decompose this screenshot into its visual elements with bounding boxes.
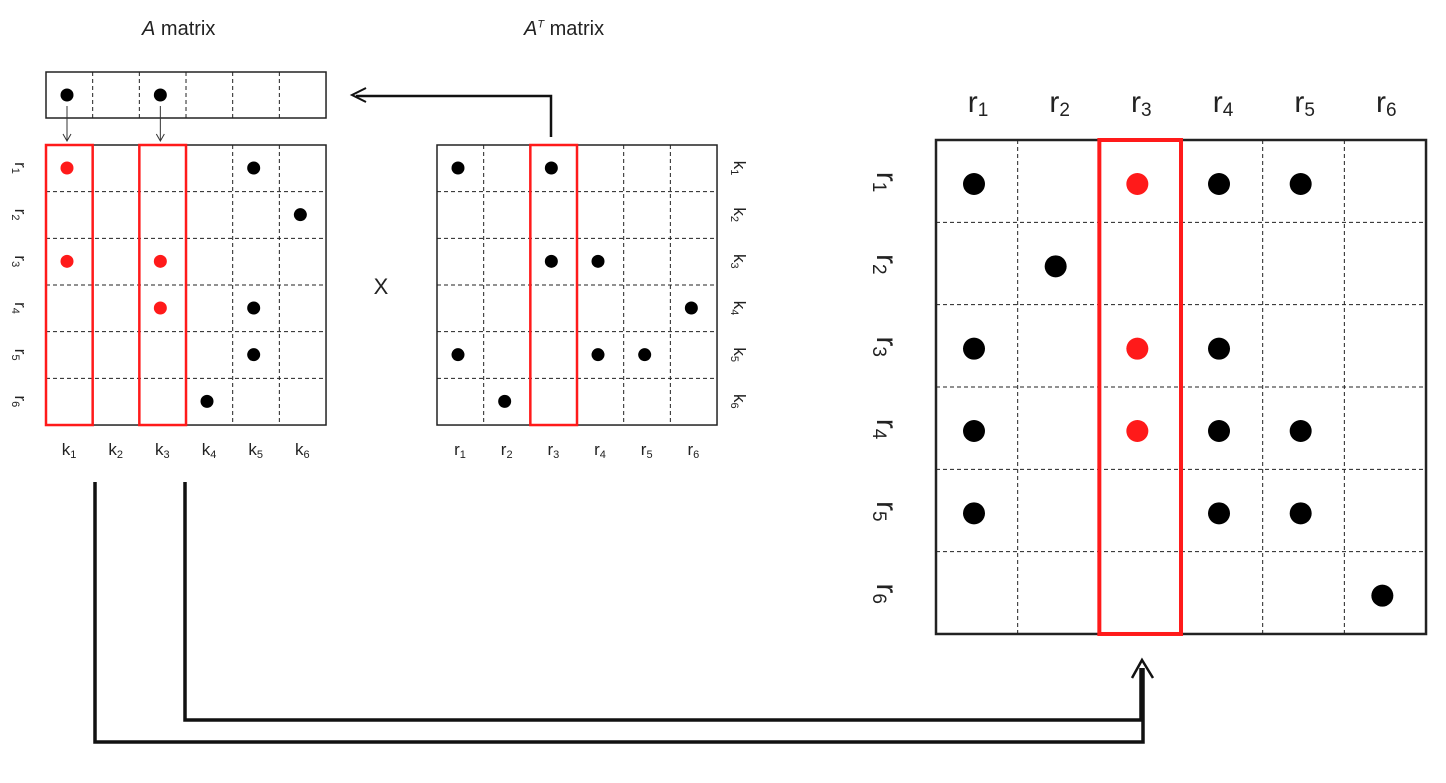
result-matrix-entry-dot bbox=[963, 419, 985, 442]
a-matrix-row-label: r5 bbox=[9, 349, 29, 361]
multiply-operator: X bbox=[374, 274, 389, 299]
at-matrix-col-label: r6 bbox=[687, 440, 699, 460]
result-arrowhead bbox=[1130, 657, 1155, 679]
a-matrix-highlight-column bbox=[138, 143, 188, 427]
top-vector-dot bbox=[60, 88, 74, 102]
result-matrix-col-label: r2 bbox=[1049, 86, 1070, 121]
a-matrix-entry-dot bbox=[153, 301, 167, 315]
top-vector bbox=[45, 71, 327, 143]
k3-to-result-arrow bbox=[183, 482, 1143, 722]
at-matrix-title-letter: A bbox=[524, 18, 538, 40]
at-matrix-col-label: r3 bbox=[547, 440, 559, 460]
result-matrix-col-label: r1 bbox=[968, 86, 989, 121]
a-matrix-entry-dot bbox=[247, 161, 261, 175]
at-matrix-entry-dot bbox=[638, 348, 652, 362]
top-vector-down-arrowhead bbox=[155, 133, 165, 143]
a-matrix-col-label: k3 bbox=[155, 440, 170, 460]
result-matrix-col-label: r3 bbox=[1131, 86, 1152, 121]
top-vector-down-arrowhead bbox=[62, 133, 72, 143]
result-matrix-col-label: r4 bbox=[1213, 86, 1234, 121]
a-matrix-col-label: k6 bbox=[295, 440, 310, 460]
k1-to-result-arrow bbox=[93, 482, 1145, 744]
a-matrix-entry-dot bbox=[293, 208, 307, 222]
flow-arrows bbox=[93, 87, 1155, 744]
result-matrix: r1 r2 r3 r4 r5 r6 r1 r2 r3 r4 r5 r6 bbox=[868, 86, 1428, 636]
at-matrix-entry-dot bbox=[451, 161, 465, 175]
a-matrix-entry-dot bbox=[247, 301, 261, 315]
at-matrix-title-word: matrix bbox=[549, 18, 605, 40]
result-matrix-entry-dot bbox=[1044, 255, 1067, 278]
a-matrix-row-label: r2 bbox=[9, 209, 29, 221]
result-matrix-entry-dot bbox=[1208, 337, 1231, 360]
at-matrix-entry-dot bbox=[591, 348, 605, 362]
result-matrix-row-label: r5 bbox=[868, 501, 903, 522]
result-matrix-col-label: r5 bbox=[1294, 86, 1315, 121]
at-matrix-row-label: k4 bbox=[728, 301, 748, 316]
a-matrix-title-letter: A bbox=[142, 18, 156, 40]
top-vector-border bbox=[45, 71, 327, 119]
result-matrix-row-label: r4 bbox=[868, 419, 903, 440]
at-matrix-col-label: r4 bbox=[594, 440, 606, 460]
a-matrix-entry-dot bbox=[60, 254, 74, 268]
result-matrix-entry-dot bbox=[963, 173, 985, 195]
a-matrix-row-label: r3 bbox=[9, 255, 29, 267]
a-matrix-col-label: k1 bbox=[62, 440, 77, 460]
at-matrix-entry-dot bbox=[591, 254, 605, 268]
at-matrix-col-label: r5 bbox=[641, 440, 653, 460]
result-matrix-entry-dot bbox=[1208, 419, 1231, 442]
result-matrix-entry-dot bbox=[1289, 502, 1312, 525]
at-matrix-row-label: k1 bbox=[728, 161, 748, 176]
result-matrix-row-label: r1 bbox=[868, 172, 903, 193]
result-matrix-entry-dot bbox=[1126, 419, 1149, 442]
result-matrix-entry-dot bbox=[1126, 337, 1149, 360]
result-matrix-col-label: r6 bbox=[1376, 86, 1397, 121]
a-matrix-row-label: r6 bbox=[9, 395, 29, 407]
at-matrix-entry-dot bbox=[544, 254, 558, 268]
result-matrix-row-label: r6 bbox=[868, 583, 903, 604]
at-matrix-row-label: k3 bbox=[728, 254, 748, 269]
top-vector-dot bbox=[153, 88, 167, 102]
a-matrix-col-label: k2 bbox=[108, 440, 123, 460]
result-matrix-entry-dot bbox=[1289, 419, 1312, 442]
at-matrix-col-label: r1 bbox=[454, 440, 466, 460]
a-matrix: r1 r2 r3 r4 r5 r6 k1 k2 k3 k4 k5 k6 bbox=[9, 143, 327, 461]
a-matrix-row-label: r1 bbox=[9, 162, 29, 174]
at-matrix-row-label: k5 bbox=[728, 347, 748, 362]
result-matrix-entry-dot bbox=[1126, 173, 1149, 195]
at-matrix-entry-dot bbox=[544, 161, 558, 175]
at-matrix-entry-dot bbox=[451, 348, 465, 362]
result-matrix-entry-dot bbox=[963, 337, 985, 360]
result-matrix-entry-dot bbox=[1371, 584, 1394, 607]
a-matrix-title: A matrix bbox=[142, 18, 215, 41]
at-matrix-entry-dot bbox=[684, 301, 698, 315]
at-matrix: k1 k2 k3 k4 k5 k6 r1 r2 r3 r4 r5 r6 bbox=[436, 143, 749, 461]
at-matrix-row-label: k2 bbox=[728, 207, 748, 222]
result-matrix-entry-dot bbox=[963, 502, 985, 525]
at-to-vector-arrowhead bbox=[349, 87, 367, 103]
a-matrix-entry-dot bbox=[247, 348, 261, 362]
result-matrix-row-label: r2 bbox=[868, 254, 903, 275]
at-to-vector-arrow bbox=[356, 94, 553, 137]
a-matrix-entry-dot bbox=[60, 161, 74, 175]
a-matrix-title-word: matrix bbox=[160, 18, 216, 40]
a-matrix-col-label: k5 bbox=[248, 440, 263, 460]
a-matrix-entry-dot bbox=[153, 254, 167, 268]
result-matrix-entry-dot bbox=[1208, 173, 1231, 195]
a-matrix-highlight-column bbox=[44, 143, 94, 427]
a-matrix-col-label: k4 bbox=[202, 440, 217, 460]
result-matrix-entry-dot bbox=[1289, 173, 1312, 195]
result-matrix-row-label: r3 bbox=[868, 336, 903, 357]
at-matrix-col-label: r2 bbox=[501, 440, 513, 460]
result-matrix-entry-dot bbox=[1208, 502, 1231, 525]
at-matrix-title: AT matrix bbox=[524, 18, 604, 41]
a-matrix-row-label: r4 bbox=[9, 302, 29, 314]
at-matrix-entry-dot bbox=[498, 394, 512, 408]
at-matrix-highlight-column bbox=[529, 143, 579, 427]
at-matrix-row-label: k6 bbox=[728, 394, 748, 409]
a-matrix-entry-dot bbox=[200, 394, 214, 408]
at-matrix-title-superscript: T bbox=[537, 18, 545, 31]
result-matrix-highlight-column bbox=[1097, 138, 1184, 636]
